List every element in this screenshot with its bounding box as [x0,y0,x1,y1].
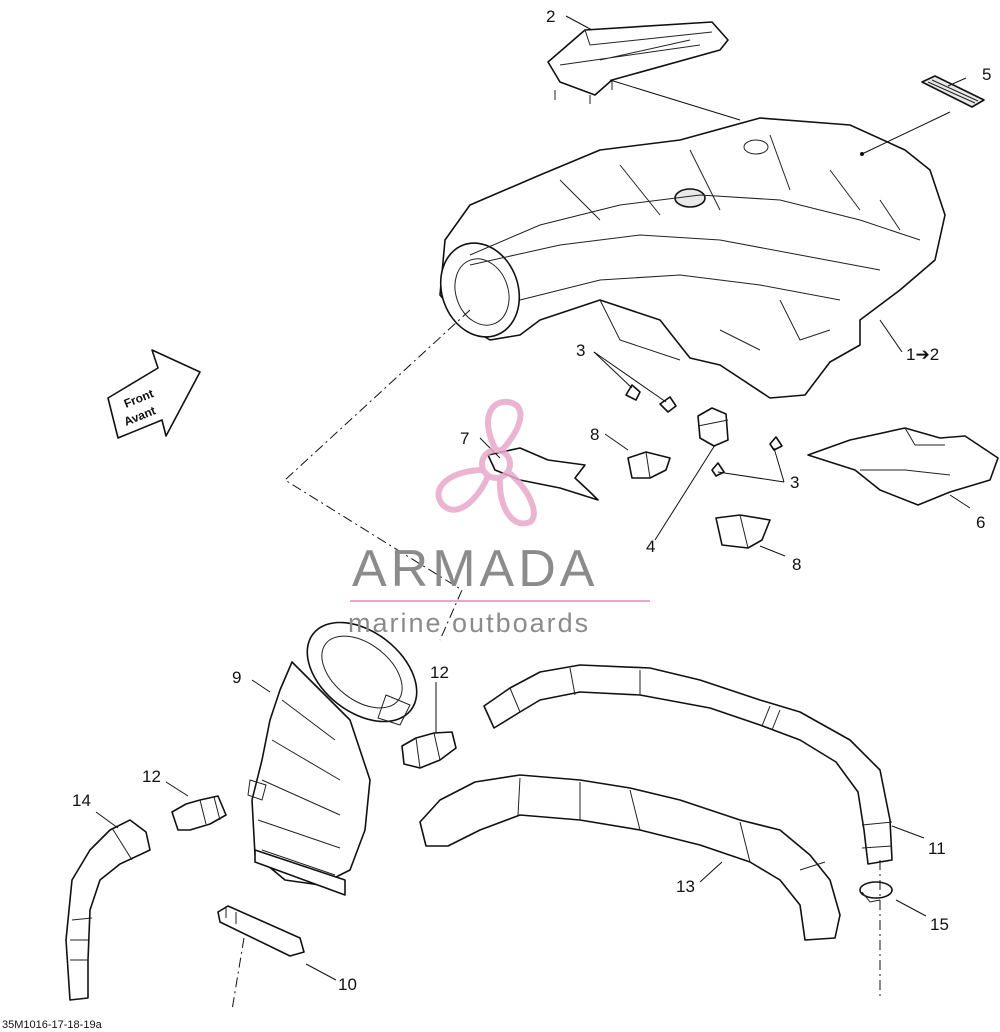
figure-code: 35M1016-17-18-19a [2,1019,103,1031]
part-11-hose [483,664,893,865]
callout-12-left: 12 [142,767,161,786]
callout-12-right: 12 [430,663,449,682]
callout-14: 14 [72,791,91,810]
leader-lines [95,15,971,981]
part-6-heat-shield [807,427,999,506]
part-10-clamp [217,905,305,957]
intake-silencer-body [439,117,946,399]
callout-3-right: 3 [790,473,799,492]
callout-2: 2 [546,7,555,26]
callout-5: 5 [982,65,991,84]
part-14-hose [65,819,151,1001]
part-2-cover [547,21,729,104]
callout-11: 11 [928,839,946,858]
callout-3-left: 3 [576,341,585,360]
watermark-subtitle: marine outboards [348,608,590,638]
callout-15: 15 [930,915,949,934]
part-4-grommet [697,407,729,447]
callout-4: 4 [646,537,655,556]
callout-8-right: 8 [792,555,801,574]
propeller-logo-icon [435,398,537,527]
front-arrow-icon: Front Avant [107,349,201,439]
part-8-brackets [627,451,771,549]
part-12-fittings [171,731,457,831]
part-3-clips [625,384,783,477]
callout-13: 13 [676,877,695,896]
watermark-title: ARMADA [352,540,598,598]
callout-6: 6 [976,513,985,532]
callout-8-left: 8 [590,425,599,444]
part-13-hose [419,774,841,941]
assembly-lines [231,309,881,1011]
callout-7: 7 [460,429,469,448]
part-9-intake-elbow [247,621,418,896]
callout-10: 10 [338,975,357,994]
callout-9: 9 [232,668,241,687]
part-15-hose-clamp [859,881,893,903]
callout-1-to-2: 1➔2 [906,345,939,364]
part-5-label [921,75,985,108]
